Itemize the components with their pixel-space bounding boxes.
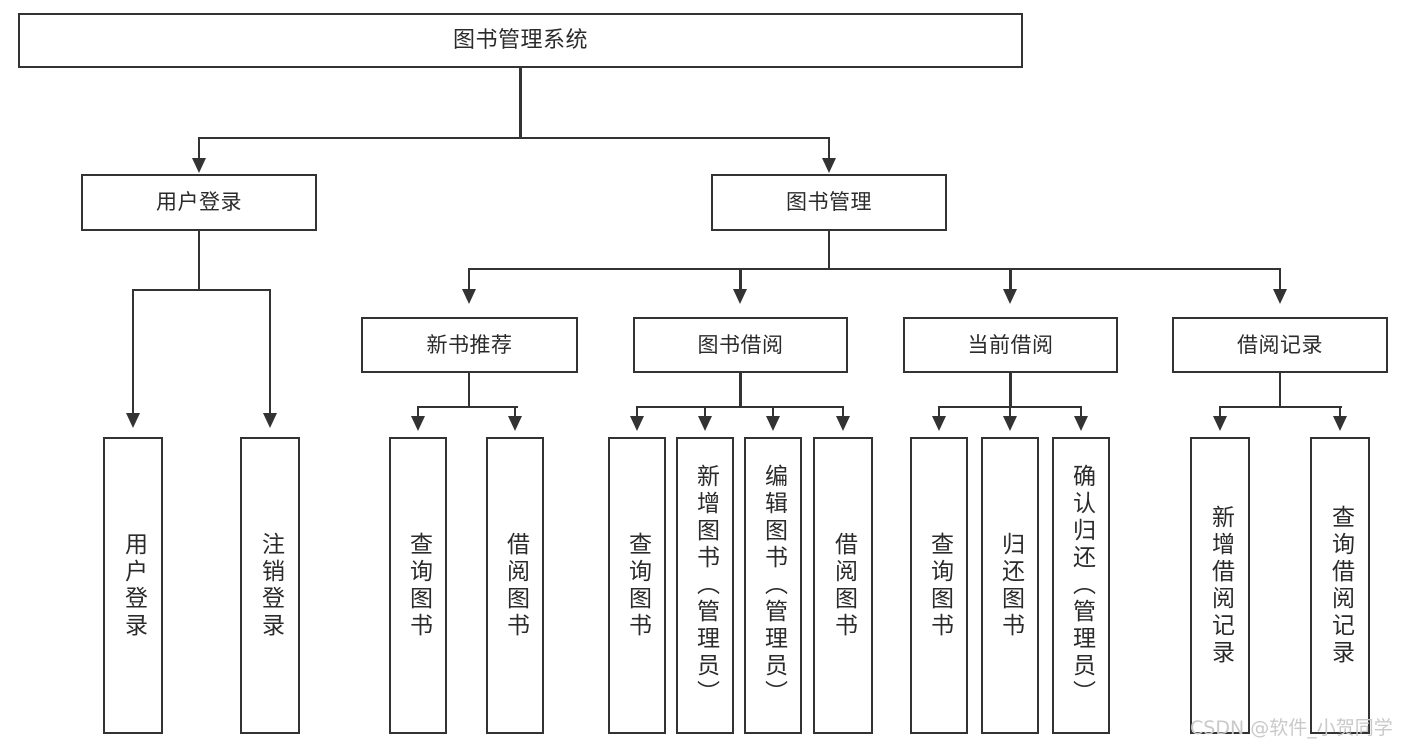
connector-nbr-child-1 bbox=[416, 406, 420, 418]
connector-borrow-record-bus bbox=[1218, 406, 1343, 409]
node-new-book-rec[interactable]: 新书推荐 bbox=[361, 317, 578, 373]
node-leaf-confirm-return[interactable]: 确认归还（管理员） bbox=[1052, 437, 1110, 734]
node-leaf-query-book-1[interactable]: 查询图书 bbox=[389, 437, 447, 734]
connector-to-current-borrow bbox=[1009, 268, 1012, 291]
connector-bb-child-4 bbox=[841, 406, 845, 418]
arrow-leaf-user-logout bbox=[262, 413, 277, 428]
node-leaf-return-book[interactable]: 归还图书 bbox=[981, 437, 1039, 734]
connector-bb-child-3 bbox=[771, 406, 775, 418]
connector-book-manage-stem bbox=[827, 231, 831, 270]
arrow-to-new-book-rec bbox=[461, 289, 476, 304]
node-book-manage[interactable]: 图书管理 bbox=[711, 174, 947, 231]
connector-to-user-login bbox=[197, 137, 201, 160]
connector-nbr-child-2 bbox=[513, 406, 517, 418]
connector-cb-child-1 bbox=[937, 406, 941, 418]
node-leaf-borrow-book-1-label: 借阅图书 bbox=[502, 531, 529, 640]
node-leaf-query-book-3[interactable]: 查询图书 bbox=[910, 437, 968, 734]
node-leaf-query-book-3-label: 查询图书 bbox=[926, 531, 953, 640]
node-leaf-borrow-book-1[interactable]: 借阅图书 bbox=[486, 437, 544, 734]
arrow-leaf-borrow-book-2 bbox=[835, 416, 850, 431]
node-leaf-edit-book[interactable]: 编辑图书（管理员） bbox=[744, 437, 802, 734]
arrow-to-book-borrow bbox=[733, 289, 747, 304]
connector-to-new-book-rec bbox=[467, 268, 471, 291]
connector-to-book-borrow bbox=[739, 268, 742, 291]
node-leaf-user-login-label: 用户登录 bbox=[120, 531, 147, 640]
arrow-to-user-login bbox=[191, 158, 206, 173]
arrow-leaf-query-book-3 bbox=[931, 416, 946, 431]
node-leaf-user-logout-label: 注销登录 bbox=[257, 531, 284, 640]
arrow-to-book-manage bbox=[821, 158, 836, 173]
node-leaf-user-logout[interactable]: 注销登录 bbox=[240, 437, 300, 734]
connector-br-child-2 bbox=[1338, 406, 1342, 418]
connector-cb-child-3 bbox=[1079, 406, 1083, 418]
connector-book-borrow-bus bbox=[635, 406, 844, 409]
arrow-leaf-user-login bbox=[125, 413, 140, 428]
node-leaf-query-record-label: 查询借阅记录 bbox=[1327, 504, 1354, 667]
connector-level2-bus bbox=[467, 268, 1281, 271]
connector-root-stem bbox=[519, 68, 522, 137]
node-borrow-record-label: 借阅记录 bbox=[1237, 332, 1323, 357]
arrow-leaf-borrow-book-1 bbox=[507, 416, 522, 431]
node-leaf-add-book[interactable]: 新增图书（管理员） bbox=[676, 437, 734, 734]
connector-br-child-1 bbox=[1218, 406, 1222, 418]
node-book-borrow[interactable]: 图书借阅 bbox=[633, 317, 848, 373]
node-current-borrow-label: 当前借阅 bbox=[967, 332, 1054, 357]
node-leaf-query-book-1-label: 查询图书 bbox=[405, 531, 432, 640]
node-leaf-query-book-2[interactable]: 查询图书 bbox=[608, 437, 666, 734]
node-leaf-query-record[interactable]: 查询借阅记录 bbox=[1310, 437, 1370, 734]
connector-to-book-manage bbox=[827, 137, 831, 160]
arrow-leaf-query-record bbox=[1332, 416, 1347, 431]
arrow-to-borrow-record bbox=[1272, 289, 1287, 304]
node-leaf-query-book-2-label: 查询图书 bbox=[624, 531, 651, 640]
arrow-leaf-confirm-return bbox=[1073, 416, 1088, 431]
node-leaf-borrow-book-2-label: 借阅图书 bbox=[830, 531, 857, 640]
node-user-login-label: 用户登录 bbox=[156, 190, 242, 215]
connector-new-book-rec-stem bbox=[467, 373, 471, 408]
arrow-to-current-borrow bbox=[1003, 289, 1017, 304]
connector-current-borrow-stem bbox=[1009, 373, 1012, 408]
arrow-leaf-add-record bbox=[1212, 416, 1227, 431]
connector-cb-child-2 bbox=[1008, 406, 1012, 418]
node-root-label: 图书管理系统 bbox=[452, 27, 588, 53]
node-leaf-edit-book-label: 编辑图书（管理员） bbox=[760, 464, 787, 707]
node-new-book-rec-label: 新书推荐 bbox=[426, 332, 513, 357]
node-leaf-add-book-label: 新增图书（管理员） bbox=[692, 464, 719, 707]
arrow-leaf-return-book bbox=[1002, 416, 1017, 431]
node-leaf-confirm-return-label: 确认归还（管理员） bbox=[1068, 464, 1095, 707]
connector-user-login-child-2 bbox=[268, 289, 272, 415]
node-leaf-add-record[interactable]: 新增借阅记录 bbox=[1190, 437, 1250, 734]
connector-level1-bus bbox=[197, 137, 831, 140]
arrow-leaf-query-book-2 bbox=[629, 416, 644, 431]
connector-user-login-bus bbox=[131, 289, 271, 292]
node-book-manage-label: 图书管理 bbox=[786, 190, 872, 215]
node-user-login[interactable]: 用户登录 bbox=[81, 174, 317, 231]
connector-borrow-record-stem bbox=[1278, 373, 1282, 408]
connector-to-borrow-record bbox=[1278, 268, 1282, 291]
connector-user-login-child-1 bbox=[131, 289, 135, 415]
node-leaf-user-login[interactable]: 用户登录 bbox=[103, 437, 163, 734]
connector-bb-child-1 bbox=[635, 406, 639, 418]
connector-book-borrow-stem bbox=[739, 373, 742, 408]
arrow-leaf-add-book bbox=[697, 416, 712, 431]
arrow-leaf-edit-book bbox=[765, 416, 780, 431]
node-leaf-return-book-label: 归还图书 bbox=[997, 531, 1024, 640]
node-current-borrow[interactable]: 当前借阅 bbox=[903, 317, 1118, 373]
arrow-leaf-query-book-1 bbox=[410, 416, 425, 431]
node-leaf-borrow-book-2[interactable]: 借阅图书 bbox=[813, 437, 873, 734]
node-root[interactable]: 图书管理系统 bbox=[18, 13, 1023, 68]
node-borrow-record[interactable]: 借阅记录 bbox=[1172, 317, 1388, 373]
connector-user-login-stem bbox=[197, 231, 201, 291]
connector-new-book-rec-bus bbox=[416, 406, 519, 409]
connector-bb-child-2 bbox=[703, 406, 707, 418]
node-book-borrow-label: 图书借阅 bbox=[697, 332, 784, 357]
node-leaf-add-record-label: 新增借阅记录 bbox=[1207, 504, 1234, 667]
